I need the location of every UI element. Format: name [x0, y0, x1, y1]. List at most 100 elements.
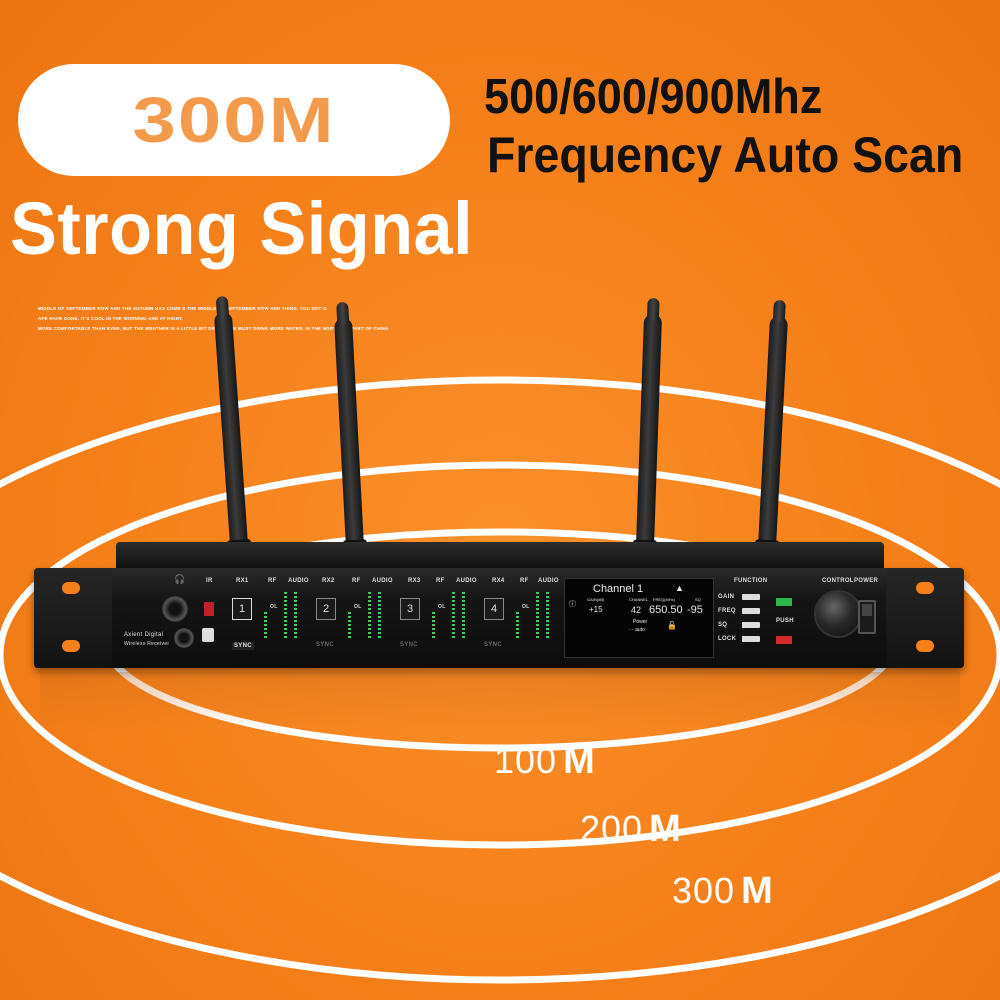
- lock-label: LOCK: [718, 636, 737, 642]
- channel-1-rf-meter: [264, 612, 268, 640]
- channel-2-audio-meter-b: [378, 592, 382, 640]
- headphone-icon: 🎧: [174, 574, 186, 584]
- small-print: MIDDLE OF SEPTEMBER NOW AND THE AUTUMN H…: [38, 304, 418, 334]
- distance-100-number: 100: [494, 740, 558, 781]
- lcd-display: Channel 1 ▲ ⓘ GAIN(dB) CHANNEL FREQ(MHz)…: [564, 578, 714, 658]
- channel-4-label: RX4: [492, 578, 505, 584]
- channel-2-rf-meter: [348, 612, 352, 640]
- channel-1-audio-meter-b: [294, 592, 298, 640]
- receiver-top: [116, 542, 884, 572]
- auto-scan-title: Frequency Auto Scan: [487, 127, 964, 183]
- receiver-reflection: [40, 672, 960, 732]
- distance-200-number: 200: [580, 808, 644, 849]
- lcd-freq-label: FREQ(MHz): [653, 597, 675, 602]
- channel-3-audio-meter-a: [452, 592, 456, 640]
- brand-line-1: Axient Digital: [124, 632, 164, 638]
- power-switch[interactable]: [858, 600, 876, 634]
- wireless-receiver: 🎧 IR Axient Digital Wireless Receiver RX…: [34, 542, 964, 670]
- enter-button[interactable]: [776, 598, 792, 606]
- channel-3-number: 3: [406, 603, 414, 615]
- ir-sensor: [204, 602, 214, 616]
- channel-4-audio-label: AUDIO: [538, 578, 559, 584]
- control-knob[interactable]: [814, 590, 862, 638]
- channel-1-audio-meter-a: [284, 592, 288, 640]
- channel-1-number: 1: [238, 603, 246, 615]
- channel-1-label: RX1: [236, 578, 249, 584]
- channel-2-rf-label: RF: [352, 578, 361, 584]
- sq-button[interactable]: [742, 622, 760, 628]
- lcd-freq-value: 650.50: [649, 604, 683, 616]
- channel-2-audio-meter-a: [368, 592, 372, 640]
- channel-3-sync-button[interactable]: SYNC: [400, 642, 418, 648]
- small-print-line: MORE COMFORTABLE THAN EVER, BUT THE WEAT…: [38, 326, 389, 331]
- distance-300-number: 300: [672, 870, 736, 911]
- distance-300-unit: M: [741, 870, 773, 912]
- lcd-power-label: Power: [633, 619, 648, 625]
- lcd-gain-label: GAIN(dB): [587, 597, 605, 602]
- antenna-status-icon: ▲: [675, 583, 684, 593]
- channel-2-number: 2: [322, 603, 330, 615]
- channel-1-select-button[interactable]: 1: [232, 598, 252, 620]
- distance-100-unit: M: [563, 740, 595, 782]
- small-print-line: MIDDLE OF SEPTEMBER NOW AND THE AUTUMN H…: [38, 306, 327, 311]
- lcd-power-value: - - auto: [629, 627, 645, 633]
- channel-3-select-button[interactable]: 3: [400, 598, 420, 620]
- lock-icon: 🔓: [667, 621, 677, 630]
- channel-4-number: 4: [490, 603, 498, 615]
- channel-3-audio-meter-b: [462, 592, 466, 640]
- channel-4-audio-meter-b: [546, 592, 550, 640]
- ir-sync-button[interactable]: [202, 628, 214, 642]
- gain-button[interactable]: [742, 594, 760, 600]
- channel-3-ol-label: OL: [438, 604, 446, 610]
- channel-2-sync-button[interactable]: SYNC: [316, 642, 334, 648]
- channel-1-audio-label: AUDIO: [288, 578, 309, 584]
- channel-2-select-button[interactable]: 2: [316, 598, 336, 620]
- channel-4-rf-label: RF: [520, 578, 529, 584]
- function-label: FUNCTION: [734, 578, 768, 584]
- channel-2-ol-label: OL: [354, 604, 362, 610]
- headline: 500/600/900Mhz Frequency Auto Scan: [484, 68, 999, 184]
- lcd-gain-value: +15: [589, 605, 603, 614]
- channel-4-ol-label: OL: [522, 604, 530, 610]
- distance-200-unit: M: [649, 808, 681, 850]
- channel-2-audio-label: AUDIO: [372, 578, 393, 584]
- sq-label: SQ: [718, 622, 728, 628]
- frequency-bands: 500/600/900Mhz: [484, 70, 823, 124]
- channel-4-select-button[interactable]: 4: [484, 598, 504, 620]
- rack-ear-left: [34, 568, 112, 668]
- channel-4-rf-meter: [516, 612, 520, 640]
- headphone-volume-knob[interactable]: [162, 596, 188, 622]
- exit-button[interactable]: [776, 636, 792, 644]
- headphone-jack[interactable]: [174, 628, 194, 648]
- channel-4-audio-meter-a: [536, 592, 540, 640]
- push-label: PUSH: [776, 618, 794, 624]
- power-label: POWER: [854, 578, 879, 584]
- channel-3-rf-label: RF: [436, 578, 445, 584]
- lcd-channel-title: Channel 1: [593, 583, 644, 595]
- channel-1-rf-label: RF: [268, 578, 277, 584]
- lcd-sq-value: -95: [687, 604, 703, 616]
- channel-2-label: RX2: [322, 578, 335, 584]
- brand-line-2: Wireless Receiver: [124, 641, 170, 647]
- range-badge-text: 300M: [132, 83, 336, 156]
- channel-1-sync-button[interactable]: SYNC: [232, 642, 254, 650]
- rack-ear-right: [886, 568, 964, 668]
- channel-4-sync-button[interactable]: SYNC: [484, 642, 502, 648]
- range-ring-200m: [0, 461, 1000, 849]
- control-label: CONTROL: [822, 578, 854, 584]
- lcd-headphone-icon: ⓘ: [569, 601, 576, 608]
- range-badge: 300M: [18, 64, 450, 176]
- channel-3-audio-label: AUDIO: [456, 578, 477, 584]
- freq-button[interactable]: [742, 608, 760, 614]
- gain-label: GAIN: [718, 594, 735, 600]
- tagline: Strong Signal: [10, 187, 474, 270]
- freq-label: FREQ: [718, 608, 736, 614]
- channel-3-rf-meter: [432, 612, 436, 640]
- channel-3-label: RX3: [408, 578, 421, 584]
- small-print-line: APE HAVE GONE. IT'S COOL IN THE MORNING …: [38, 316, 184, 321]
- lock-button[interactable]: [742, 636, 760, 642]
